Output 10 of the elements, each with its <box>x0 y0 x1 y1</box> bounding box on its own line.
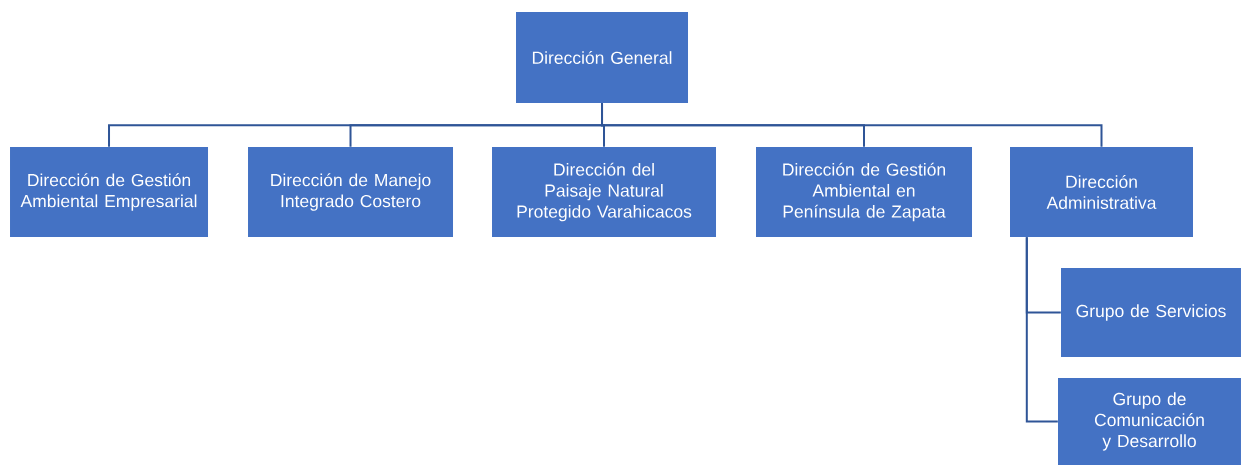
org-box: Dirección de Gestión Ambiental en Península de Zapata <box>756 147 972 237</box>
org-box: Grupo de Comunicación y Desarrollo <box>1058 378 1241 465</box>
org-box: Grupo de Servicios <box>1061 268 1241 357</box>
org-box: Dirección de Manejo Integrado Costero <box>248 147 453 237</box>
org-box: Dirección de Gestión Ambiental Empresarial <box>10 147 208 237</box>
org-box: Dirección Administrativa <box>1010 147 1193 237</box>
org-box: Dirección General <box>516 12 688 103</box>
org-box: Dirección del Paisaje Natural Protegido Varahicacos <box>492 147 716 237</box>
connector-line <box>601 102 1103 148</box>
connector-line <box>1025 236 1059 423</box>
